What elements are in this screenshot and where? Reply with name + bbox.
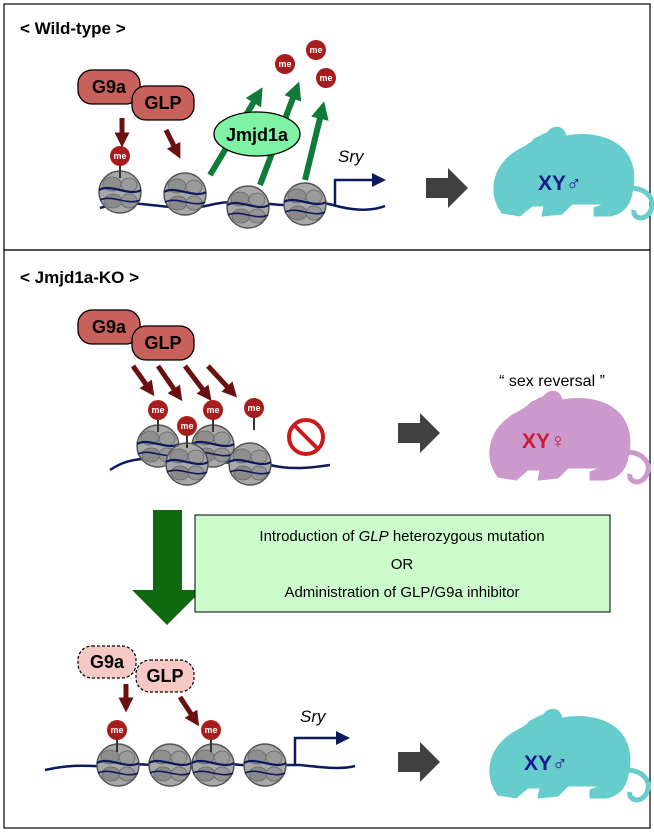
jmjd1a-enzyme: Jmjd1a bbox=[213, 111, 301, 157]
g9a-enzyme-reduced: G9a bbox=[77, 645, 137, 679]
tss-arrow bbox=[293, 736, 342, 765]
outcome-arrow bbox=[426, 168, 468, 208]
glp-enzyme: GLP bbox=[131, 325, 195, 361]
nucleosome-icon bbox=[147, 742, 193, 788]
nucleosome-icon bbox=[162, 171, 208, 217]
outcome-male-label: XY♂ bbox=[524, 752, 568, 775]
methylation-arrow bbox=[130, 364, 155, 397]
svg-text:GLP: GLP bbox=[146, 666, 183, 686]
outcome-male-label: XY♂ bbox=[538, 172, 582, 195]
methylation-arrow bbox=[206, 364, 238, 398]
methylation-arrow bbox=[183, 364, 212, 401]
g9a-enzyme: G9a bbox=[77, 69, 141, 105]
methylation-arrow bbox=[163, 128, 181, 159]
outcome-arrow bbox=[398, 413, 440, 453]
mouse-icon bbox=[490, 391, 648, 482]
sry-gene-label: Sry bbox=[338, 147, 365, 166]
glp-enzyme-reduced: GLP bbox=[135, 659, 195, 693]
released-methyl bbox=[316, 68, 336, 88]
rescue-box: Introduction of GLP heterozygous mutatio… bbox=[194, 514, 611, 613]
nucleosome-icon bbox=[164, 441, 210, 487]
rescue-line3: Administration of GLP/G9a inhibitor bbox=[284, 584, 519, 601]
glp-enzyme: GLP bbox=[131, 85, 195, 121]
svg-text:G9a: G9a bbox=[90, 652, 125, 672]
panel-title-wildtype: < Wild-type > bbox=[20, 19, 126, 38]
outcome-female-label: XY♀ bbox=[522, 430, 566, 453]
prohibition-icon bbox=[287, 418, 325, 456]
rescue-line2: OR bbox=[391, 556, 414, 573]
nucleosome-icon bbox=[225, 184, 271, 230]
panel-title-knockout: < Jmjd1a-KO > bbox=[20, 268, 139, 287]
methylation-arrow bbox=[155, 364, 183, 402]
svg-text:GLP: GLP bbox=[144, 333, 181, 353]
svg-text:GLP: GLP bbox=[144, 93, 181, 113]
svg-text:G9a: G9a bbox=[92, 77, 127, 97]
mouse-icon bbox=[490, 709, 648, 800]
panel-knockout-frame bbox=[3, 249, 651, 829]
nucleosome-icon bbox=[282, 181, 328, 227]
rescue-arrow bbox=[132, 510, 202, 625]
nucleosome-icon bbox=[190, 742, 236, 788]
svg-text:G9a: G9a bbox=[92, 317, 127, 337]
released-methyl bbox=[275, 54, 295, 74]
svg-text:Jmjd1a: Jmjd1a bbox=[226, 125, 289, 145]
methylation-arrow bbox=[177, 695, 200, 727]
sry-gene-label: Sry bbox=[300, 707, 327, 726]
methyl-mark bbox=[243, 397, 265, 431]
outcome-arrow bbox=[398, 742, 440, 782]
g9a-enzyme: G9a bbox=[77, 309, 141, 345]
rescue-line1: Introduction of GLP heterozygous mutatio… bbox=[259, 528, 544, 545]
nucleosome-icon bbox=[242, 742, 288, 788]
sex-reversal-label: “ sex reversal ” bbox=[499, 373, 605, 390]
tss-arrow bbox=[333, 178, 378, 205]
released-methyl bbox=[306, 40, 326, 60]
demethylation-arrow bbox=[302, 101, 329, 181]
nucleosome-icon bbox=[227, 441, 273, 487]
